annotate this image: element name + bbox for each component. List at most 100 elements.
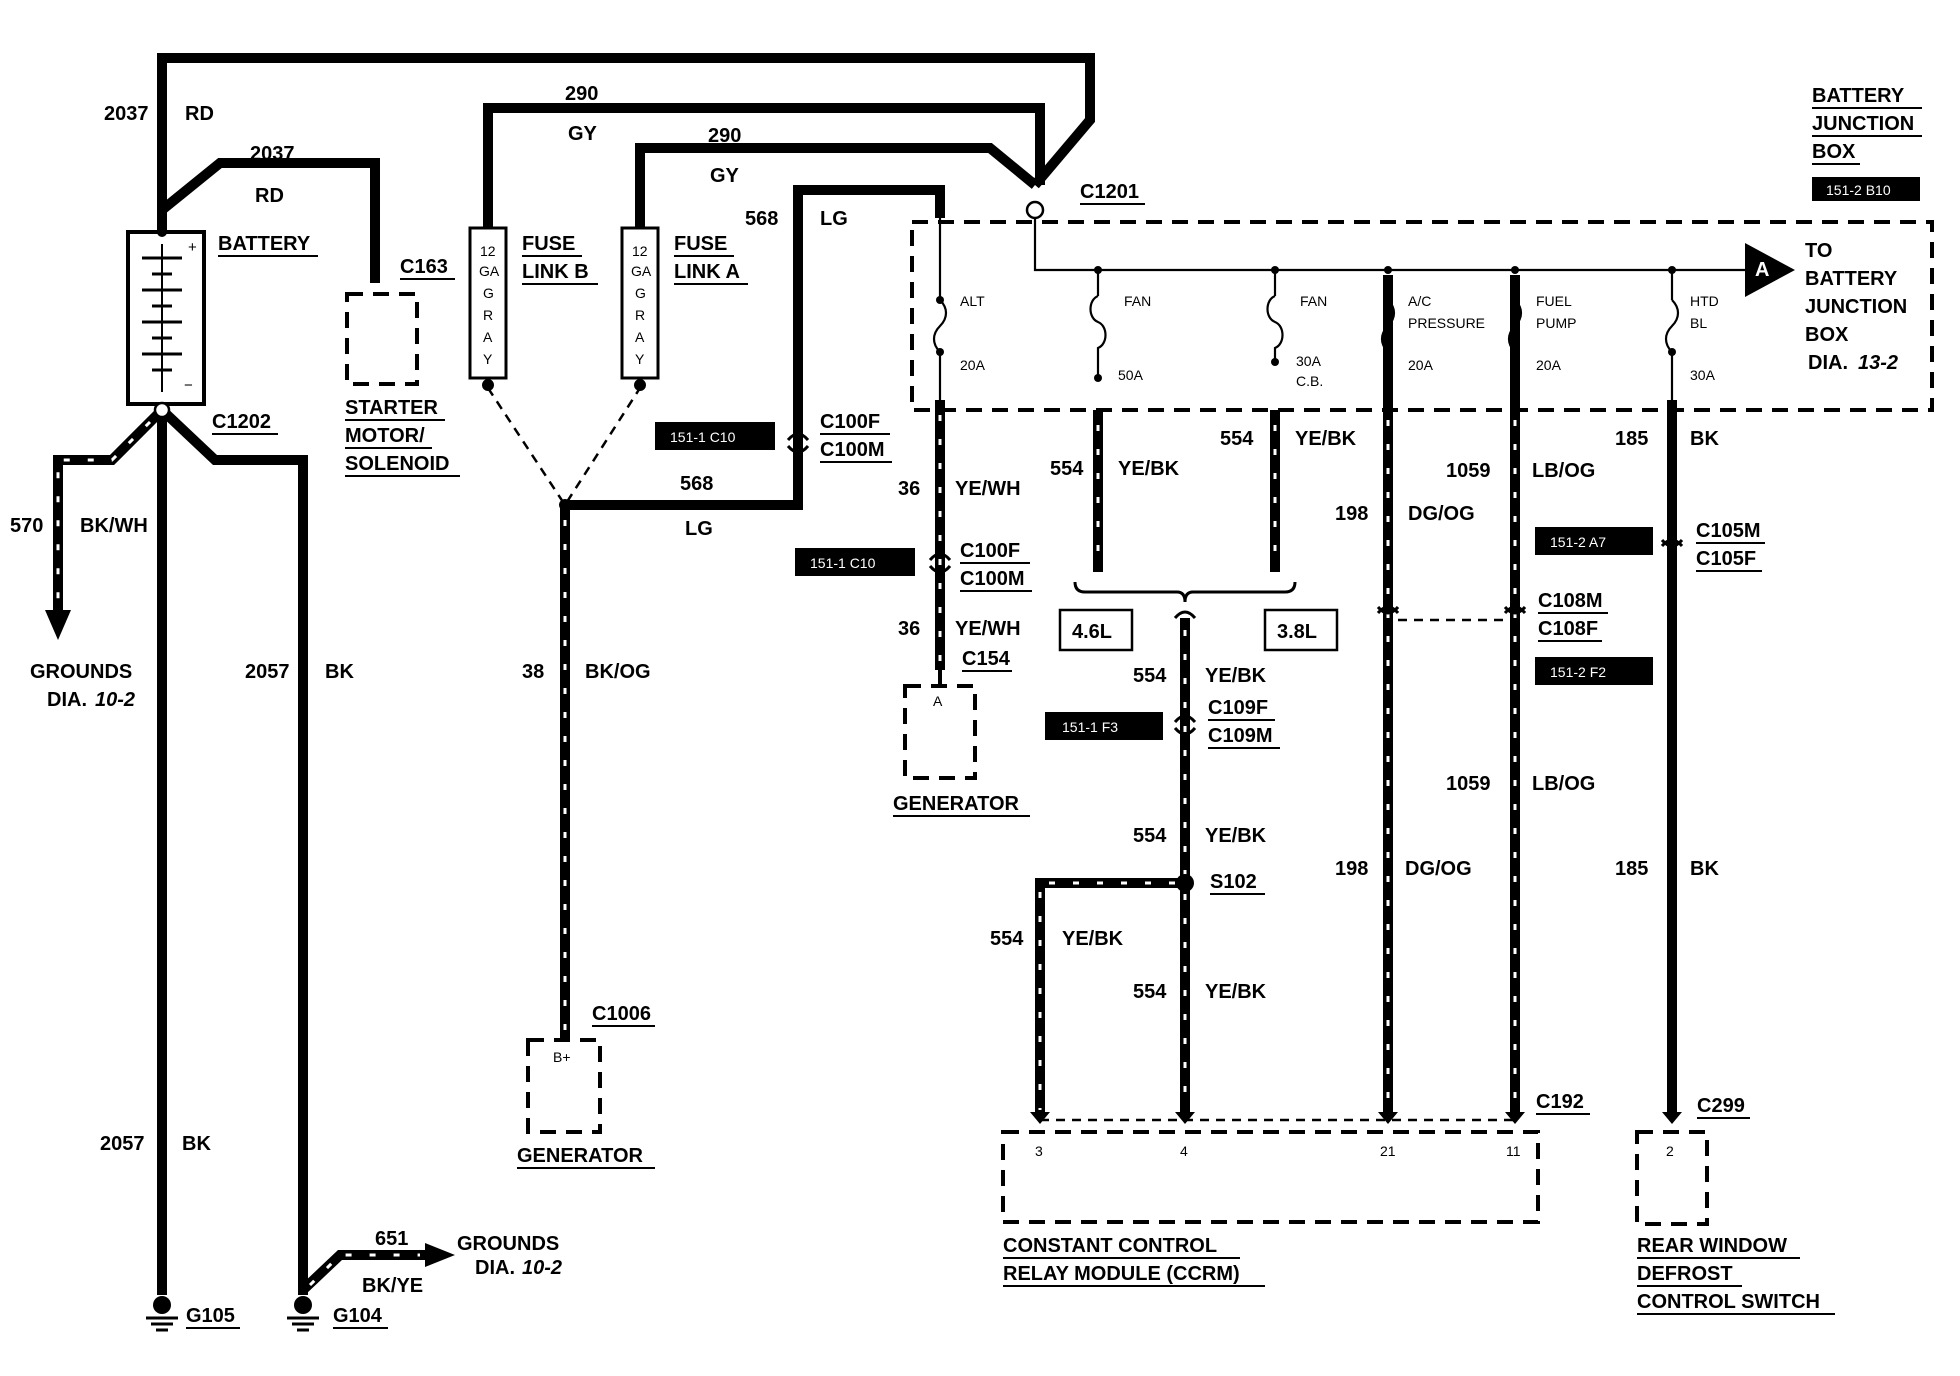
wire-label: RD (185, 103, 214, 125)
c100-connector-b (928, 552, 952, 574)
to-bjb-dia: DIA. (1808, 352, 1848, 374)
wire-label: 185 (1615, 858, 1648, 880)
starter-3: SOLENOID (345, 453, 449, 475)
wire-label: 36 (898, 478, 920, 500)
wire-label: 185 (1615, 428, 1648, 450)
fuse-link-b-text: 12 GA G R A Y (479, 243, 500, 367)
wire-2037-battery-to-c1201 (157, 53, 1095, 230)
wire-label: 2057 (245, 661, 290, 683)
fuse-fuel-name: FUEL (1536, 293, 1572, 309)
wire-label: 568 (745, 208, 778, 230)
engine-46-box (1058, 608, 1134, 652)
wire-label: 554 (1133, 825, 1167, 847)
c154-label: C154 (962, 648, 1011, 670)
ccrm-pin-21: 21 (1380, 1143, 1396, 1159)
wire-label: 1059 (1446, 460, 1491, 482)
g104-label: G104 (333, 1305, 383, 1327)
ref-box-4 (1535, 527, 1653, 555)
starter-1: STARTER (345, 397, 439, 419)
to-bjb-4: BOX (1805, 324, 1849, 346)
c105-connector (1660, 538, 1684, 548)
wire-label: YE/WH (955, 478, 1021, 500)
ccrm-pin-arrows (1030, 1112, 1682, 1124)
wire-label: 290 (565, 83, 598, 105)
rwd-box (1635, 1130, 1709, 1226)
grounds-2-dia-num: 10-2 (522, 1257, 562, 1279)
rwd-3: CONTROL SWITCH (1637, 1291, 1820, 1313)
wire-label: 570 (10, 515, 43, 537)
wire-label: YE/BK (1205, 825, 1267, 847)
wire-label: 198 (1335, 503, 1368, 525)
fuse-fan-50a (1089, 266, 1107, 382)
ccrm-pin-4: 4 (1180, 1143, 1188, 1159)
fuse-fan2-name: FAN (1300, 293, 1327, 309)
wire-label: YE/BK (1118, 458, 1180, 480)
ref-box-1 (655, 422, 775, 450)
wire-label: 554 (990, 928, 1024, 950)
generator-2-pin: B+ (553, 1049, 571, 1065)
c299-label: C299 (1697, 1095, 1745, 1117)
wire-label: BK (182, 1133, 211, 1155)
svg-text:Y: Y (483, 351, 493, 367)
svg-text:A: A (483, 329, 493, 345)
rwd-1: REAR WINDOW (1637, 1235, 1787, 1257)
wire-label: BK/WH (80, 515, 148, 537)
wire-570-bk-wh (45, 406, 166, 640)
grounds-2-label: GROUNDS (457, 1233, 559, 1255)
svg-text:12: 12 (632, 243, 648, 259)
starter-box (345, 292, 419, 386)
wire-label: BK (325, 661, 354, 683)
wire-label: YE/BK (1205, 981, 1267, 1003)
ccrm-1: CONSTANT CONTROL (1003, 1235, 1217, 1257)
c100-connector-a (786, 432, 810, 454)
c1201-label: C1201 (1080, 181, 1139, 203)
wire-290-fuse-link-a (635, 143, 1039, 230)
fuse-link-b (468, 226, 508, 391)
wire-label: LB/OG (1532, 773, 1595, 795)
wire-label: 1059 (1446, 773, 1491, 795)
fuse-fuel-pump (1507, 266, 1523, 356)
engine-38-box (1263, 608, 1339, 652)
rwd-pin: 2 (1666, 1143, 1674, 1159)
c192-label: C192 (1536, 1091, 1584, 1113)
to-bjb-3: JUNCTION (1805, 296, 1907, 318)
generator-2-label: GENERATOR (517, 1145, 643, 1167)
to-bjb-1: TO (1805, 240, 1832, 262)
wire-554-ccrm (1035, 618, 1190, 1118)
bjb-title-2: JUNCTION (1812, 113, 1914, 135)
wire-label: DG/OG (1408, 503, 1475, 525)
engine-46: 4.6L (1072, 621, 1112, 643)
grounds-1-dia: DIA. (47, 689, 87, 711)
ground-g104-symbol (287, 1296, 319, 1332)
wire-label: 2037 (250, 143, 295, 165)
c163-label: C163 (400, 256, 448, 278)
c109-connector (1173, 714, 1197, 736)
fuse-fan2-rating: 30A (1296, 353, 1322, 369)
s102-label: S102 (1210, 871, 1257, 893)
engine-38: 3.8L (1277, 621, 1317, 643)
wire-label: 38 (522, 661, 544, 683)
ccrm-pin-3: 3 (1035, 1143, 1043, 1159)
ref-3: 151-1 F3 (1062, 719, 1118, 735)
ref-box-3 (1045, 712, 1163, 740)
fuse-alt (932, 296, 948, 410)
c1006-label: C1006 (592, 1003, 651, 1025)
ccrm-2: RELAY MODULE (CCRM) (1003, 1263, 1240, 1285)
c1201-node (1025, 200, 1045, 220)
wire-label: YE/BK (1295, 428, 1357, 450)
fuse-ac-pressure (1380, 266, 1396, 356)
ref-5: 151-2 F2 (1550, 664, 1606, 680)
engine-connector (1173, 610, 1197, 620)
battery-junction-box-outline (910, 220, 1934, 412)
svg-text:G: G (483, 285, 494, 301)
battery-symbol (126, 227, 206, 419)
wire-568-lg (565, 185, 945, 510)
svg-text:12: 12 (480, 243, 496, 259)
fuse-fan1-name: FAN (1124, 293, 1151, 309)
wire-label: LG (685, 518, 713, 540)
fuse-htd-bl (1664, 266, 1680, 400)
wire-290-fuse-link-b (483, 103, 1045, 230)
wire-2057-bk-g104 (158, 406, 308, 1295)
wire-label: 2037 (104, 103, 149, 125)
